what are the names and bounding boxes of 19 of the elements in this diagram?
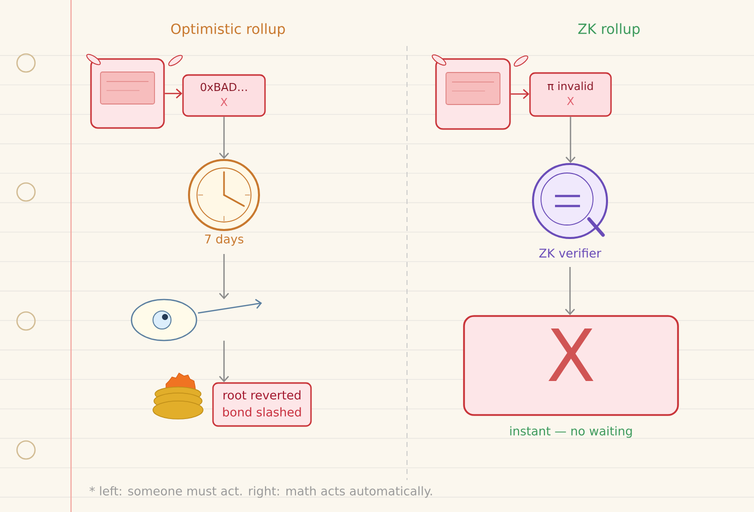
arrow <box>219 340 229 382</box>
arrow <box>565 267 575 316</box>
footnote: * left: someone must act. right: math acts automatically. <box>90 486 432 498</box>
arrow <box>164 88 182 98</box>
node-label: instant — no waiting <box>510 426 632 438</box>
winged-card-box <box>432 54 528 130</box>
column-heading: Optimistic rollup <box>171 23 285 37</box>
column-heading: ZK rollup <box>578 23 640 37</box>
arrow <box>219 254 229 300</box>
arrow <box>566 116 576 163</box>
result-box: X <box>463 315 679 416</box>
message-box: π invalid X <box>529 72 612 117</box>
node-label: ZK verifier <box>539 248 602 258</box>
arrow <box>510 89 530 99</box>
message-box: 0xBAD… X <box>182 74 266 117</box>
winged-card-box <box>86 54 183 129</box>
node-label: 7 days <box>205 234 244 246</box>
arrow <box>219 116 229 159</box>
result-box: root reverted bond slashed <box>212 382 312 427</box>
